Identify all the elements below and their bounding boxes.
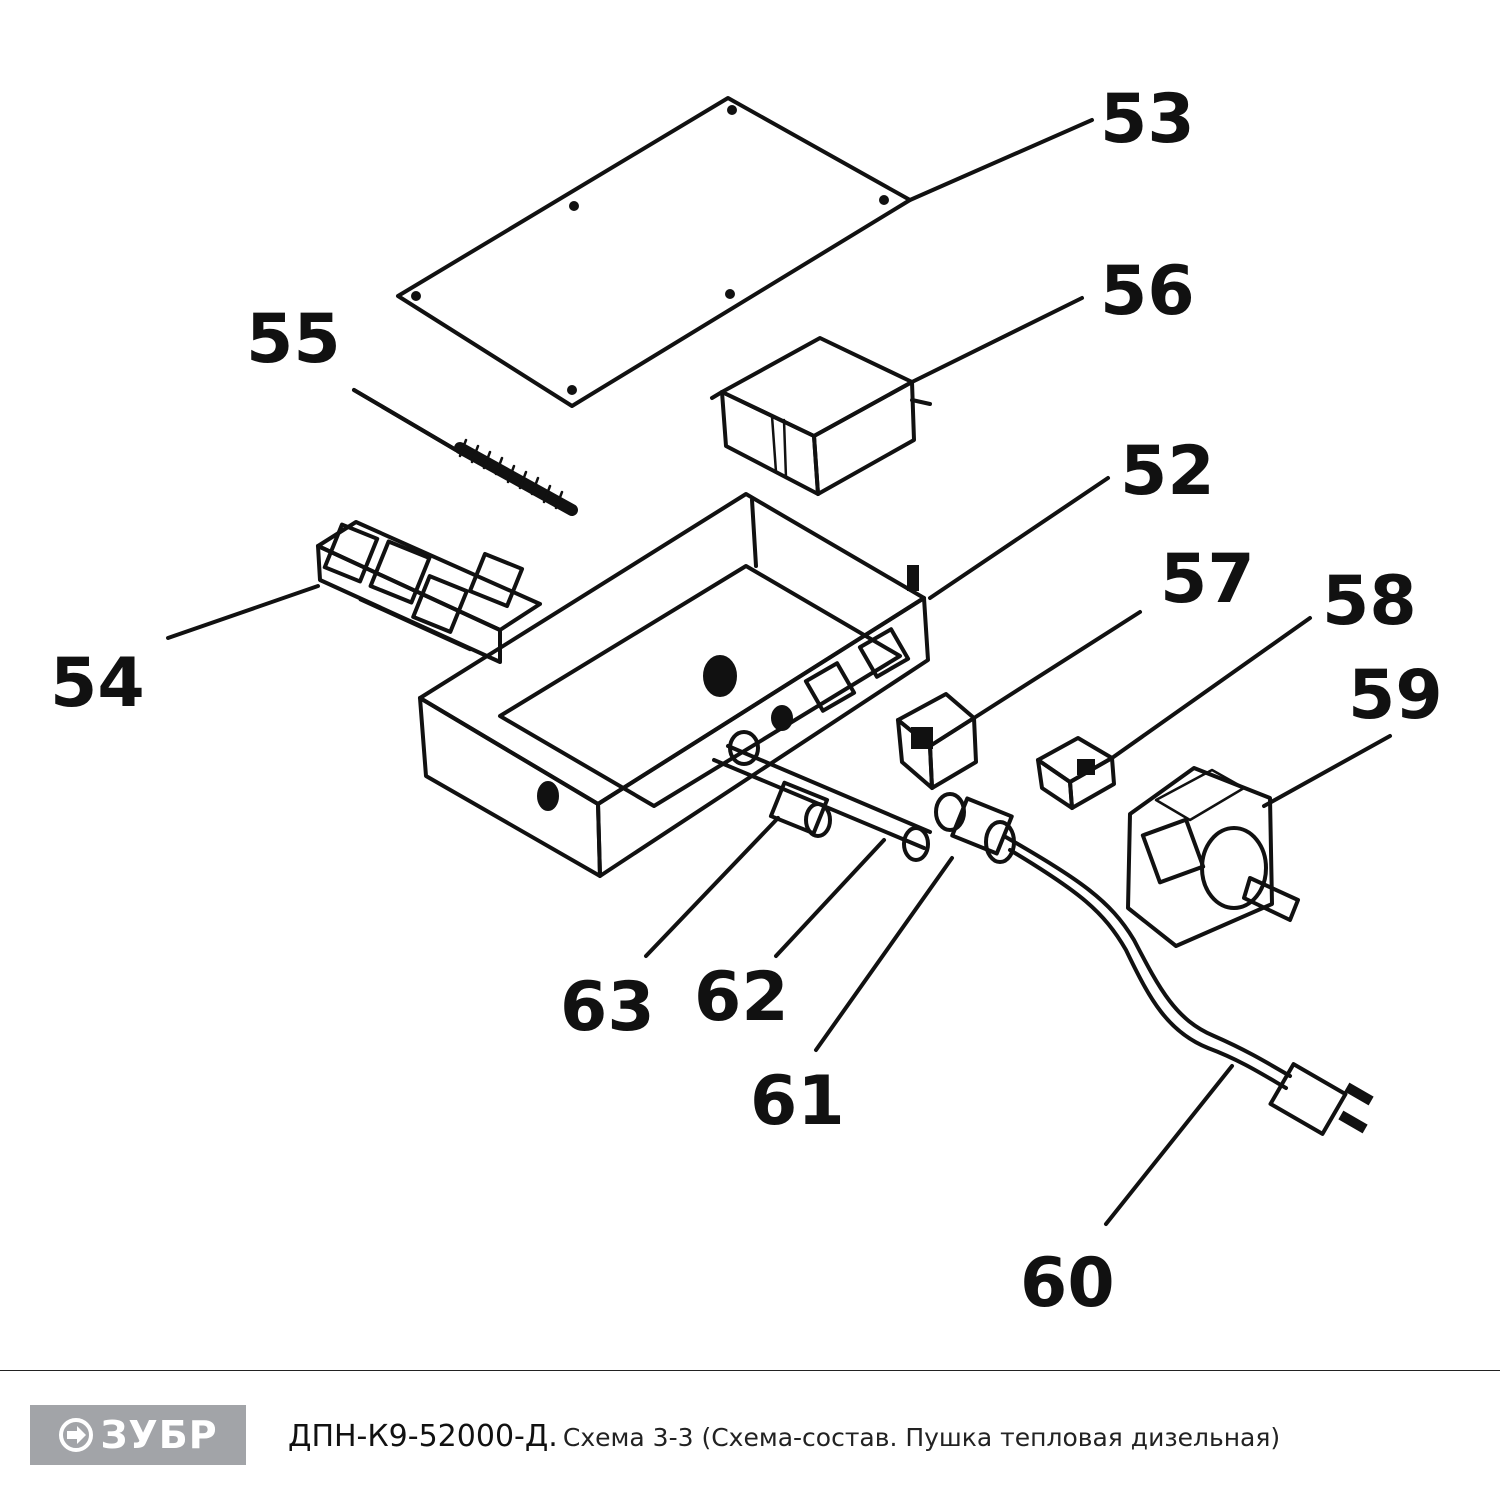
leader-58 [1110,616,1312,760]
callout-58: 58 [1322,562,1417,641]
leader-lines [166,118,1392,1226]
leader-60 [1104,1064,1234,1226]
leader-63 [644,816,780,958]
footer-divider [0,1370,1500,1371]
leader-55 [352,388,458,452]
part-53-cover-plate [396,96,912,408]
part-52-housing [418,492,930,878]
footer: ЗУБР ДПН-К9-52000-Д. Схема 3-3 (Схема-со… [0,1371,1500,1500]
part-58-indicator [1036,736,1116,810]
diagram-caption: ДПН-К9-52000-Д. Схема 3-3 (Схема-состав.… [288,1419,1280,1454]
part-56-relay [710,336,932,496]
callout-61: 61 [750,1062,845,1141]
callout-63: 63 [560,968,655,1047]
arrow-icon [59,1418,94,1452]
leader-53 [908,118,1094,202]
diagram-description: Схема 3-3 (Схема-состав. Пушка тепловая … [562,1423,1281,1452]
exploded-parts-diagram: 53 56 55 52 57 58 54 59 63 62 61 60 [50,80,1443,1323]
leader-57 [972,610,1142,720]
callout-57: 57 [1160,540,1255,619]
part-59-thermostat [1126,766,1300,948]
leader-61 [814,856,954,1052]
leader-52 [928,476,1110,600]
callout-62: 62 [694,958,789,1037]
leader-62 [774,838,886,958]
part-60-power-cord [1002,834,1374,1136]
brand-name: ЗУБР [100,1413,218,1457]
part-57-switch [896,692,978,790]
leader-54 [166,584,320,640]
callout-56: 56 [1100,252,1195,331]
callout-59: 59 [1348,656,1443,735]
part-54-terminal-block [316,520,542,664]
brand-logo: ЗУБР [30,1405,246,1465]
leader-56 [910,296,1084,384]
callout-55: 55 [246,300,341,379]
callout-54: 54 [50,644,145,723]
model-name: ДПН-К9-52000-Д. [288,1419,558,1454]
leader-59 [1262,734,1392,808]
callout-60: 60 [1020,1244,1115,1323]
callout-52: 52 [1120,432,1215,511]
part-63-fuse-holder [728,705,832,838]
part-61-cable-gland [934,792,1016,864]
callout-53: 53 [1100,80,1195,159]
